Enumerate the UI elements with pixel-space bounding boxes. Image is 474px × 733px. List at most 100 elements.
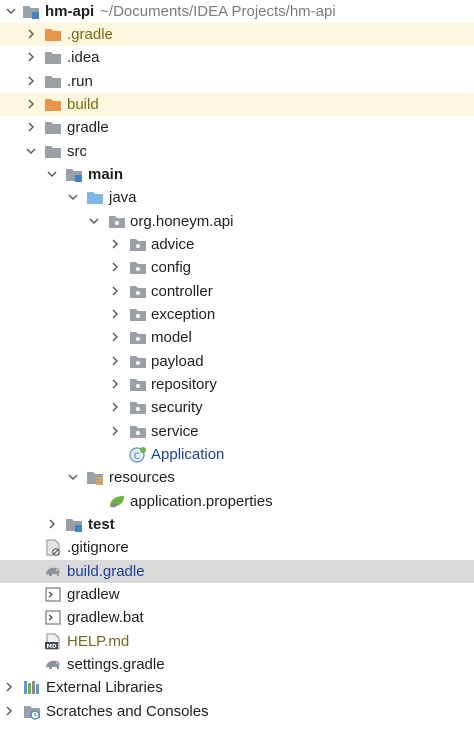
tree-label: resources (109, 469, 175, 486)
tree-row-external-libraries[interactable]: External Libraries (0, 676, 474, 699)
tree-row-advice[interactable]: advice (0, 233, 474, 256)
tree-label: .gitignore (67, 539, 129, 556)
tree-row-settings-gradle[interactable]: settings.gradle (0, 653, 474, 676)
folder-excluded-icon (44, 26, 62, 43)
tree-row-payload[interactable]: payload (0, 350, 474, 373)
chevron-right-icon[interactable] (108, 233, 122, 256)
tree-label: repository (151, 376, 217, 393)
chevron-down-icon[interactable] (24, 140, 38, 163)
tree-row-scratches[interactable]: Scratches and Consoles (0, 700, 474, 723)
tree-row-controller[interactable]: controller (0, 280, 474, 303)
tree-row-config[interactable]: config (0, 256, 474, 279)
tree-row-java[interactable]: java (0, 186, 474, 209)
package-icon (129, 236, 147, 253)
tree-label: config (151, 259, 192, 276)
package-icon (129, 306, 147, 323)
chevron-right-icon[interactable] (108, 373, 122, 396)
tree-label: advice (151, 236, 195, 253)
chevron-right-icon[interactable] (108, 420, 122, 443)
chevron-right-icon[interactable] (24, 46, 38, 69)
tree-label: build (67, 96, 99, 113)
tree-label: controller (151, 283, 213, 300)
tree-row-application[interactable]: C Application (0, 443, 474, 466)
tree-row-service[interactable]: service (0, 420, 474, 443)
tree-row-build-gradle[interactable]: build.gradle (0, 560, 474, 583)
tree-row-main[interactable]: main (0, 163, 474, 186)
tree-row-repository[interactable]: repository (0, 373, 474, 396)
tree-row-application-properties[interactable]: application.properties (0, 490, 474, 513)
project-path: ~/Documents/IDEA Projects/hm-api (100, 3, 336, 20)
chevron-right-icon[interactable] (24, 116, 38, 139)
module-folder-icon (22, 3, 40, 20)
chevron-right-icon[interactable] (24, 93, 38, 116)
libraries-icon (23, 679, 41, 696)
tree-label: gradlew (67, 586, 120, 603)
chevron-right-icon[interactable] (24, 70, 38, 93)
tree-label: HELP.md (67, 633, 130, 650)
chevron-right-icon[interactable] (108, 350, 122, 373)
tree-label: payload (151, 353, 204, 370)
tree-row-resources[interactable]: resources (0, 466, 474, 489)
tree-label: Scratches and Consoles (46, 703, 209, 720)
tree-row-help-md[interactable]: MD HELP.md (0, 630, 474, 653)
tree-row-build[interactable]: build (0, 93, 474, 116)
chevron-right-icon[interactable] (108, 280, 122, 303)
spring-boot-class-icon: C (129, 446, 147, 463)
tree-row-test[interactable]: test (0, 513, 474, 536)
package-icon (129, 423, 147, 440)
chevron-right-icon[interactable] (45, 513, 59, 536)
tree-row-project-root[interactable]: hm-api~/Documents/IDEA Projects/hm-api (0, 0, 474, 23)
gradle-elephant-icon (44, 656, 62, 673)
shell-script-icon (44, 586, 62, 603)
chevron-right-icon[interactable] (24, 23, 38, 46)
chevron-down-icon[interactable] (66, 186, 80, 209)
folder-icon (44, 143, 62, 160)
module-folder-icon (65, 166, 83, 183)
chevron-down-icon[interactable] (87, 210, 101, 233)
chevron-right-icon[interactable] (108, 303, 122, 326)
batch-script-icon (44, 609, 62, 626)
tree-row-exception[interactable]: exception (0, 303, 474, 326)
tree-row-gitignore[interactable]: .gitignore (0, 536, 474, 559)
tree-label: model (151, 329, 192, 346)
tree-label: build.gradle (67, 563, 145, 580)
tree-row-idea[interactable]: .idea (0, 46, 474, 69)
tree-label: main (88, 166, 124, 183)
tree-label: exception (151, 306, 216, 323)
folder-icon (44, 49, 62, 66)
tree-row-model[interactable]: model (0, 326, 474, 349)
chevron-down-icon[interactable] (45, 163, 59, 186)
tree-row-gradlew-bat[interactable]: gradlew.bat (0, 606, 474, 629)
scratches-icon (23, 703, 41, 720)
chevron-down-icon[interactable] (4, 0, 18, 23)
tree-row-run[interactable]: .run (0, 70, 474, 93)
tree-row-src[interactable]: src (0, 140, 474, 163)
gradle-elephant-icon (44, 563, 62, 580)
tree-row-gradlew[interactable]: gradlew (0, 583, 474, 606)
chevron-right-icon[interactable] (108, 326, 122, 349)
package-icon (129, 329, 147, 346)
tree-label: External Libraries (46, 679, 163, 696)
chevron-down-icon[interactable] (66, 466, 80, 489)
svg-text:MD: MD (46, 644, 56, 650)
tree-row-gradle[interactable]: gradle (0, 116, 474, 139)
package-icon (108, 213, 126, 230)
tree-label: security (151, 399, 203, 416)
chevron-right-icon[interactable] (108, 396, 122, 419)
tree-label: application.properties (130, 493, 273, 510)
chevron-right-icon[interactable] (2, 700, 16, 723)
tree-label: Application (151, 446, 225, 463)
tree-row-security[interactable]: security (0, 396, 474, 419)
tree-row-package[interactable]: org.honeym.api (0, 210, 474, 233)
tree-label: test (88, 516, 115, 533)
package-icon (129, 259, 147, 276)
spring-properties-icon (108, 493, 126, 510)
tree-row-gradle-hidden[interactable]: .gradle (0, 23, 474, 46)
tree-label: service (151, 423, 199, 440)
chevron-right-icon[interactable] (108, 256, 122, 279)
tree-label: gradle (67, 119, 109, 136)
project-name: hm-api~/Documents/IDEA Projects/hm-api (45, 3, 336, 20)
chevron-right-icon[interactable] (2, 676, 16, 699)
source-folder-icon (86, 189, 104, 206)
